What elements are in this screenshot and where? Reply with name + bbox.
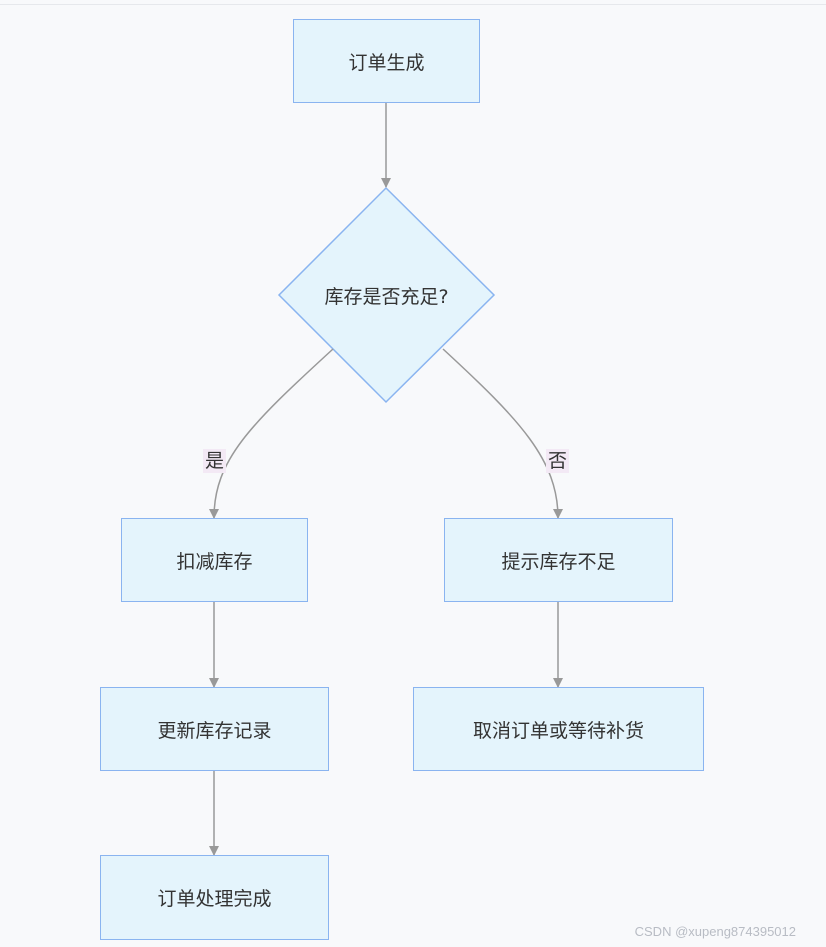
- node-label: 取消订单或等待补货: [472, 719, 644, 742]
- node-label: 提示库存不足: [501, 550, 616, 573]
- node-label: 扣减库存: [176, 550, 253, 573]
- node-cancel-or-wait: 取消订单或等待补货: [413, 687, 704, 771]
- node-insufficient-notice: 提示库存不足: [444, 518, 673, 602]
- edge-label-no: 否: [546, 449, 570, 473]
- node-order-complete: 订单处理完成: [100, 855, 329, 940]
- node-label: 更新库存记录: [157, 719, 272, 742]
- edge-label-yes: 是: [203, 449, 227, 473]
- node-label: 订单生成: [348, 51, 425, 74]
- node-label: 订单处理完成: [157, 888, 272, 910]
- watermark-text: CSDN @xupeng874395012: [634, 924, 796, 939]
- node-deduct-stock: 扣减库存: [121, 518, 308, 602]
- edge-check-to-deduct: [209, 348, 334, 519]
- node-order-created: 订单生成: [293, 19, 480, 103]
- decision-label: 库存是否充足?: [324, 285, 449, 308]
- edge-check-to-insufficient: [442, 348, 563, 519]
- decision-diamond: [277, 186, 496, 404]
- top-divider: [0, 4, 826, 5]
- node-update-record: 更新库存记录: [100, 687, 329, 771]
